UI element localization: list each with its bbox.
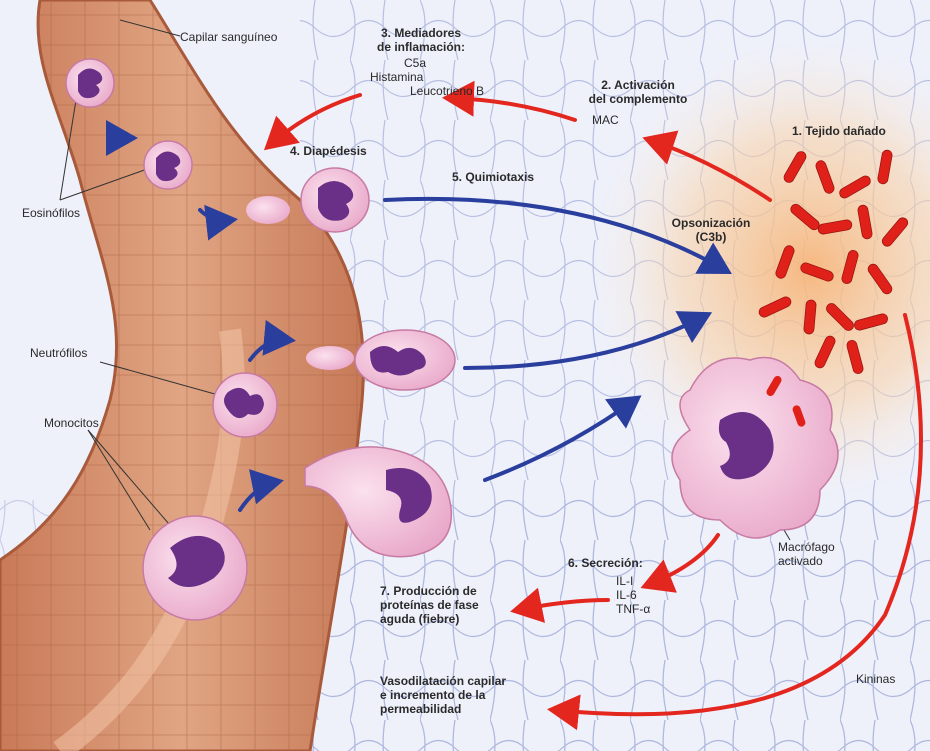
eosinofilos-label: Eosinófilos: [22, 206, 80, 220]
eosinophil-cell-2: [144, 141, 192, 189]
eosinophil-cell-1: [66, 59, 114, 107]
activated-macrophage: [672, 358, 838, 539]
quimiotaxis-label: 5. Quimiotaxis: [452, 170, 534, 184]
tejido-label: 1. Tejido dañado: [792, 124, 886, 138]
mac-label: MAC: [592, 113, 619, 127]
capilar-label: Capilar sanguíneo: [180, 30, 277, 44]
kininas-label: Kininas: [856, 672, 895, 686]
secrecion-title: 6. Secreción:: [568, 556, 643, 570]
neutrofilos-label: Neutrófilos: [30, 346, 87, 360]
monocitos-label: Monocitos: [44, 416, 99, 430]
secrecion-items: IL-I IL-6 TNF-α: [616, 574, 650, 616]
mediadores-items: C5a Histamina Leucotrieno B: [360, 56, 470, 98]
neutrophil-cell: [213, 373, 277, 437]
monocyte-cell: [143, 516, 247, 620]
opsonizacion-label: Opsonización(C3b): [656, 216, 766, 244]
diapedesis-label: 4. Diapédesis: [290, 144, 367, 158]
